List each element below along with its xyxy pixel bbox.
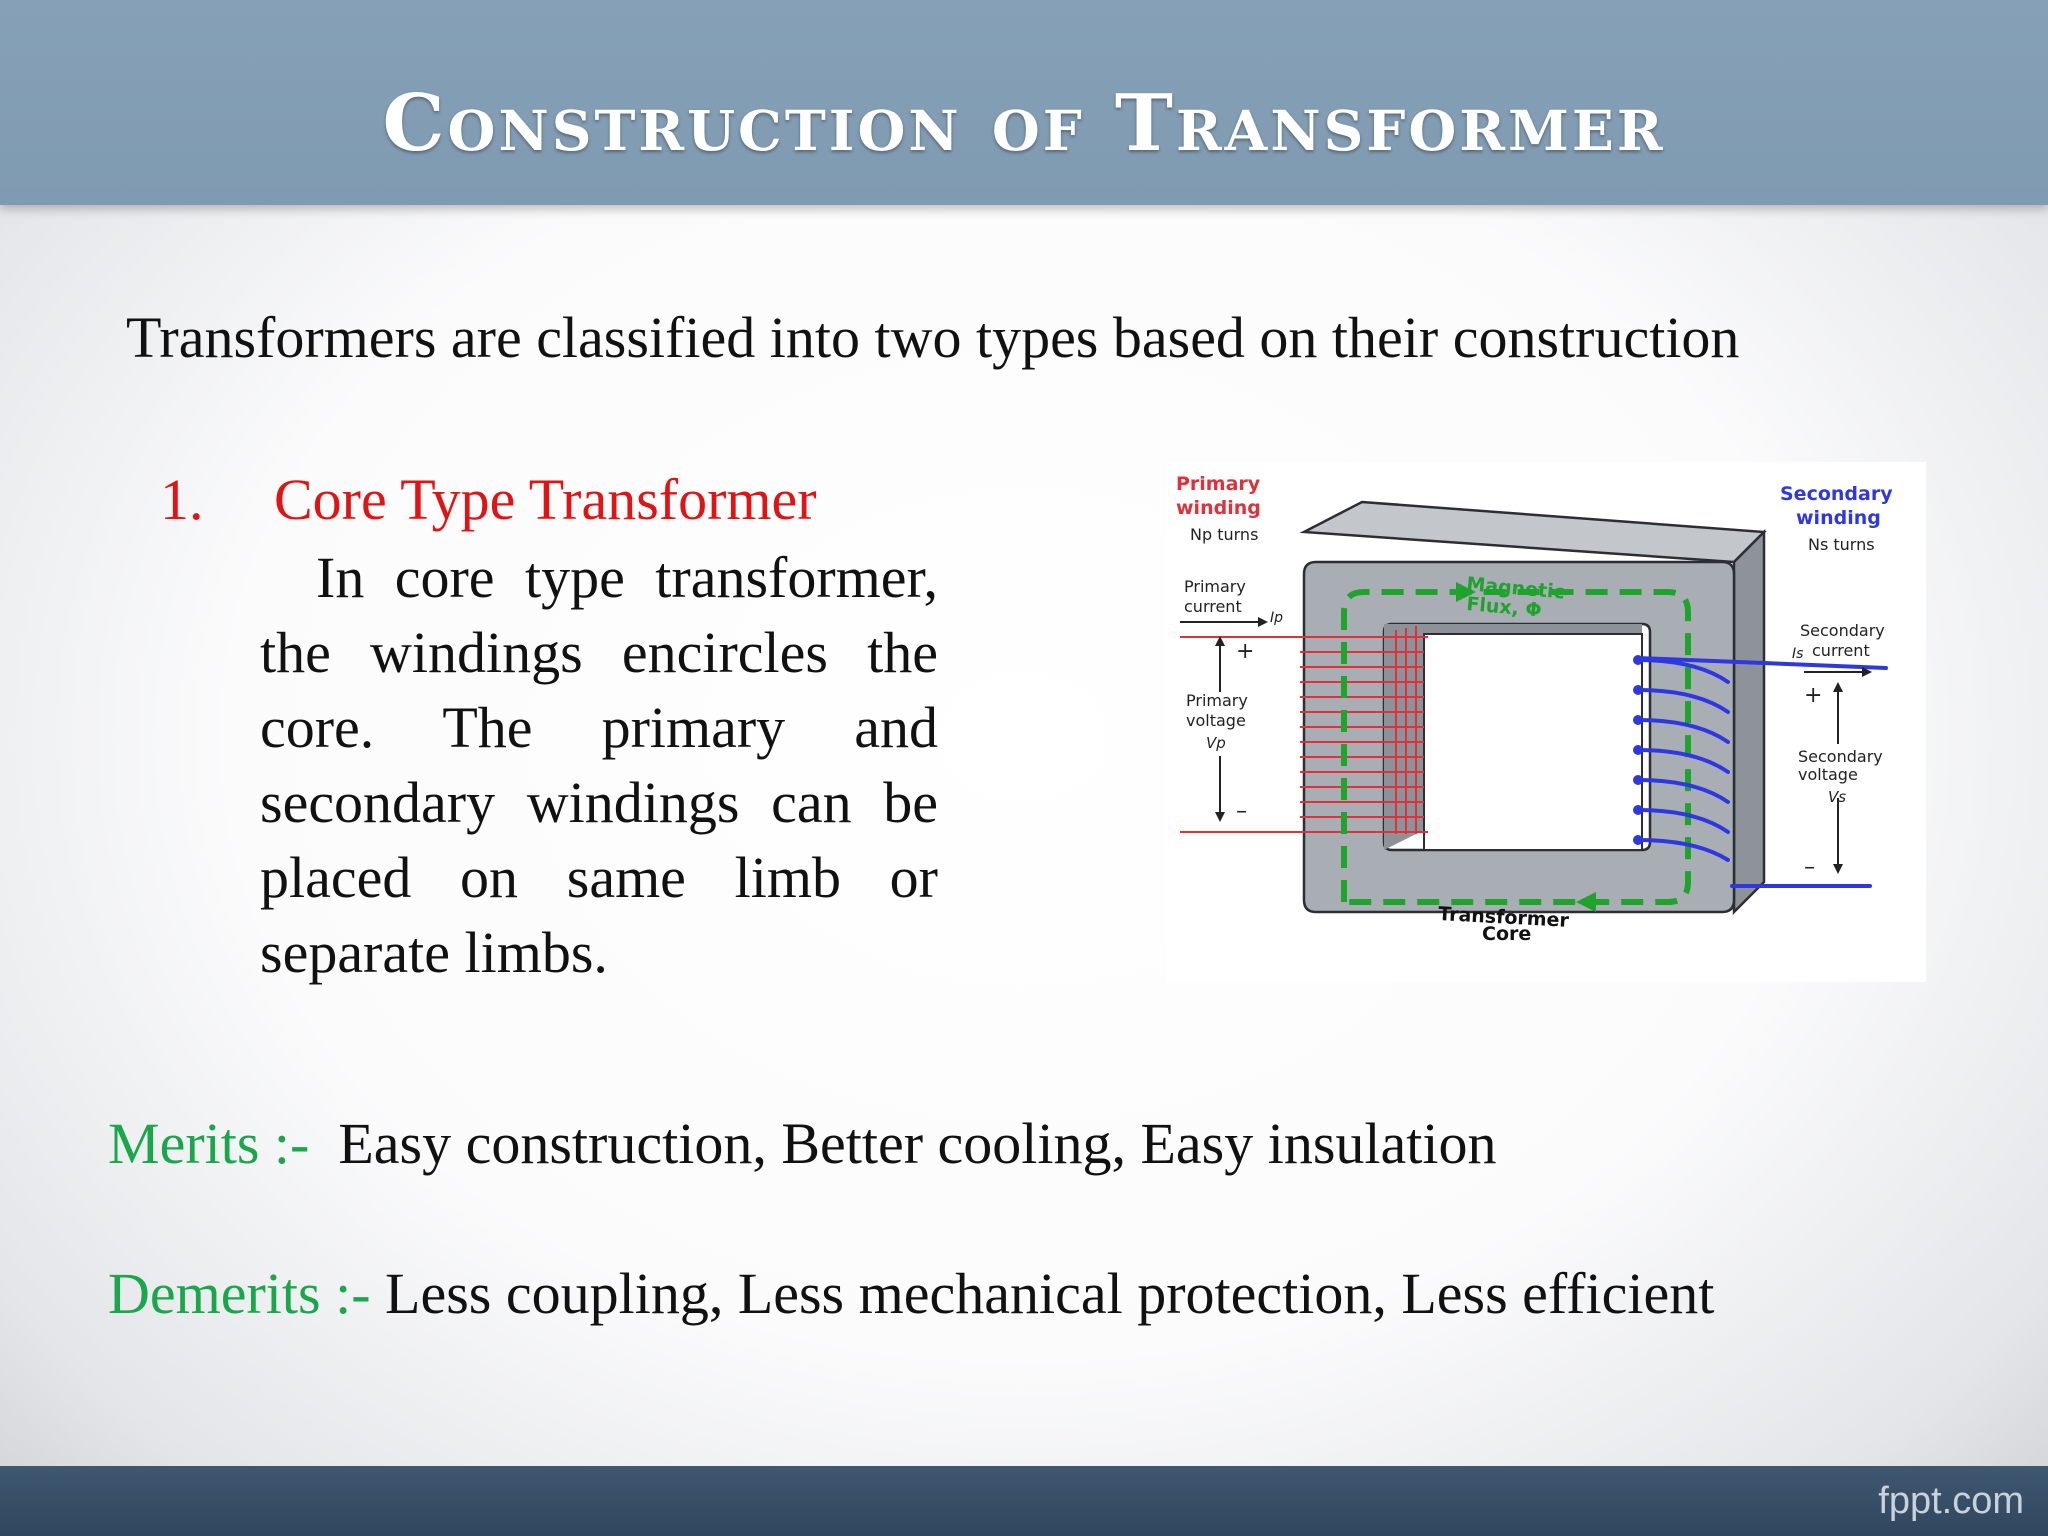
secondary-winding-label: Secondary xyxy=(1780,483,1893,505)
demerits-label: Demerits :- xyxy=(108,1261,371,1326)
demerits-text: Less coupling, Less mechanical protectio… xyxy=(385,1261,1715,1326)
core-side-face xyxy=(1732,528,1766,916)
footer-brand: fppt.com xyxy=(1878,1480,2024,1522)
secondary-voltage-arrowhead-up xyxy=(1833,682,1843,692)
secondary-current-arrowhead xyxy=(1862,667,1872,677)
demerits-line: Demerits :- Less coupling, Less mechanic… xyxy=(108,1260,1714,1327)
secondary-voltage-arrowhead-down xyxy=(1833,864,1843,874)
secondary-winding xyxy=(1636,656,1888,888)
intro-text: Transformers are classified into two typ… xyxy=(126,305,1740,370)
primary-minus-sign: – xyxy=(1236,799,1247,824)
primary-turns-label: Np turns xyxy=(1190,525,1258,544)
merits-line: Merits :- Easy construction, Better cool… xyxy=(108,1110,1497,1177)
list-number: 1. xyxy=(160,467,204,532)
primary-voltage-arrowhead-up xyxy=(1215,636,1225,646)
secondary-current-label-2: current xyxy=(1812,641,1870,660)
core-top-face xyxy=(1299,500,1767,564)
primary-plus-sign: + xyxy=(1236,639,1254,664)
window-left-depth xyxy=(1384,624,1424,850)
primary-voltage-symbol: Vp xyxy=(1206,734,1226,752)
flux-arrow-bottom xyxy=(1576,892,1596,912)
primary-winding xyxy=(1180,626,1428,834)
primary-current-label-2: current xyxy=(1184,597,1242,616)
secondary-winding-label-2: winding xyxy=(1796,507,1881,529)
secondary-plus-sign: + xyxy=(1804,683,1822,708)
secondary-current-symbol: Is xyxy=(1792,646,1803,662)
footer-bar: fppt.com xyxy=(0,1466,2048,1536)
window-inner-wall xyxy=(1423,633,1643,851)
secondary-current-label: Secondary xyxy=(1800,621,1885,640)
secondary-turns-label: Ns turns xyxy=(1808,535,1875,554)
primary-winding-label-2: winding xyxy=(1176,497,1261,519)
window-top-depth xyxy=(1384,624,1642,634)
primary-winding-label: Primary xyxy=(1176,473,1261,495)
primary-voltage-label: Primary xyxy=(1186,691,1248,710)
secondary-voltage-symbol: Vs xyxy=(1828,788,1846,806)
core-type-description: In core type transformer, the windings e… xyxy=(260,545,938,985)
merits-text: Easy construction, Better cooling, Easy … xyxy=(338,1111,1497,1176)
secondary-winding-dots xyxy=(1633,655,1643,845)
secondary-minus-sign: – xyxy=(1804,855,1815,880)
slide-title: Construction of Transformer xyxy=(382,78,1666,169)
merits-label: Merits :- xyxy=(108,1111,310,1176)
list-heading: Core Type Transformer xyxy=(274,467,817,532)
flux-arrow-top xyxy=(1456,582,1476,602)
core-label-2: Core xyxy=(1482,923,1531,945)
primary-voltage-arrowhead-down xyxy=(1215,812,1225,822)
primary-voltage-label-2: voltage xyxy=(1186,711,1246,730)
transformer-diagram: Primary winding Np turns Primary current… xyxy=(1166,462,1926,982)
primary-current-symbol: Ip xyxy=(1270,610,1283,626)
title-bar: Construction of Transformer xyxy=(0,0,2048,205)
secondary-voltage-label: Secondary xyxy=(1798,747,1883,766)
primary-current-arrowhead xyxy=(1258,617,1268,627)
transformer-diagram-svg: Primary winding Np turns Primary current… xyxy=(1176,473,1893,945)
secondary-voltage-label-2: voltage xyxy=(1798,765,1858,784)
primary-current-label: Primary xyxy=(1184,577,1246,596)
